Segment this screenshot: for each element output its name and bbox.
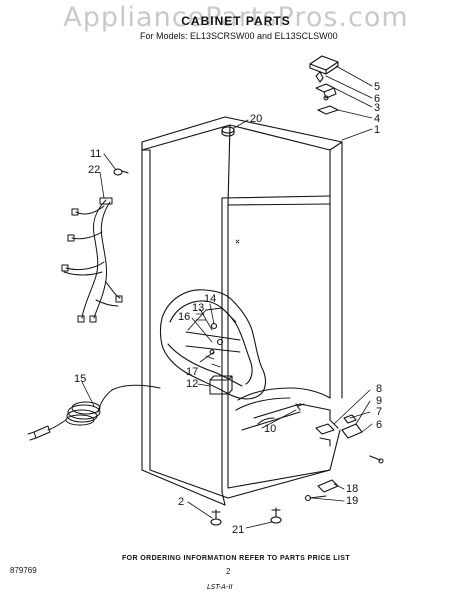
callout-13: 13 — [192, 302, 204, 314]
callout-20: 20 — [250, 113, 262, 125]
leveling-legs — [210, 507, 282, 526]
power-cord — [27, 384, 161, 441]
wire-harness — [61, 197, 123, 323]
callout-5: 5 — [374, 81, 380, 93]
callout-12: 12 — [186, 378, 198, 390]
callout-15: 15 — [74, 373, 86, 385]
callout-6-bottom: 6 — [376, 419, 382, 431]
callout-8: 8 — [376, 383, 382, 395]
callout-1: 1 — [374, 124, 380, 136]
page-number: 2 — [226, 567, 231, 576]
callout-16: 16 — [178, 311, 190, 323]
callout-7: 7 — [376, 406, 382, 418]
callout-17: 17 — [186, 366, 198, 378]
callout-3: 3 — [374, 102, 380, 114]
bottom-hinge-parts — [304, 414, 384, 502]
watermark: AppliancePartsPros.com — [63, 2, 409, 33]
compressor-compartment — [159, 289, 267, 400]
cabinet-shell — [141, 116, 343, 506]
callout-18: 18 — [346, 483, 358, 495]
leader-lines — [81, 65, 373, 529]
document-number: 879769 — [10, 566, 37, 575]
callout-labels: 5 6 3 4 1 20 11 22 14 13 16 17 12 15 8 9… — [74, 81, 382, 536]
diagram-title: CABINET PARTS — [181, 14, 291, 28]
callout-2: 2 — [178, 496, 184, 508]
callout-22: 22 — [88, 164, 100, 176]
callout-21: 21 — [232, 524, 244, 536]
plug-button — [221, 126, 235, 137]
screw-11 — [113, 168, 129, 176]
callout-19: 19 — [346, 495, 358, 507]
callout-14: 14 — [204, 293, 216, 305]
callout-10: 10 — [264, 423, 276, 435]
handwritten-note: LST-A-II — [207, 583, 233, 591]
model-subtitle: For Models: EL13SCRSW00 and EL13SCLSW00 — [140, 31, 338, 41]
callout-9: 9 — [376, 395, 382, 407]
callout-11: 11 — [90, 148, 101, 160]
ordering-footer: FOR ORDERING INFORMATION REFER TO PARTS … — [121, 555, 351, 562]
callout-4: 4 — [374, 113, 380, 125]
callout-6-top: 6 — [374, 93, 380, 105]
top-hinge-parts — [309, 55, 339, 115]
base-frame — [221, 387, 341, 506]
